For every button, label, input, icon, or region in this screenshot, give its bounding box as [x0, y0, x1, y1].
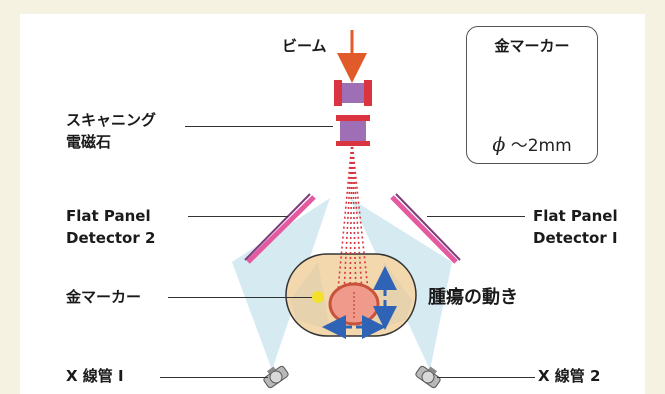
beam-label: ビーム: [282, 37, 327, 55]
inset-size: ϕ ～2mm: [467, 131, 597, 156]
leader-line-scanning-magnet: [185, 126, 333, 127]
inset-size-value: ～2mm: [505, 136, 572, 156]
leader-line-xray1: [160, 377, 268, 378]
leader-line-fpd1: [427, 216, 525, 217]
fpd2-label-2: Detector 2: [66, 229, 156, 247]
flat-panel-detector-2: [244, 193, 316, 264]
fpd1-label-2: Detector I: [533, 229, 618, 247]
xray-tube-1: [263, 365, 289, 389]
leader-line-gold-marker: [168, 297, 312, 298]
scanning-magnet-label-1: スキャニング: [66, 111, 157, 129]
fpd1-label-1: Flat Panel: [533, 207, 618, 225]
scanned-beam: [337, 141, 369, 295]
phi-symbol: ϕ: [492, 134, 506, 156]
xray-tube-2: [415, 365, 441, 389]
scanning-magnet: [334, 80, 372, 146]
scanning-magnet-label-2: 電磁石: [66, 133, 112, 151]
xray-tube-2-label: X 線管 2: [538, 367, 601, 385]
flat-panel-detector-1: [390, 193, 461, 264]
leader-line-xray2: [437, 377, 535, 378]
tumor-motion-label: 腫瘍の動き: [428, 287, 518, 308]
gold-marker-label: 金マーカー: [66, 288, 142, 306]
gold-marker-inset: 金マーカー ϕ ～2mm: [466, 26, 598, 164]
xray-tube-1-label: X 線管 I: [66, 367, 124, 385]
cone-overlap-left: [290, 262, 330, 330]
fpd2-label-1: Flat Panel: [66, 207, 151, 225]
gold-marker-dot: [312, 291, 324, 303]
inset-title: 金マーカー: [494, 37, 570, 55]
xray-cone-1: [232, 198, 330, 370]
leader-line-fpd2: [188, 216, 288, 217]
